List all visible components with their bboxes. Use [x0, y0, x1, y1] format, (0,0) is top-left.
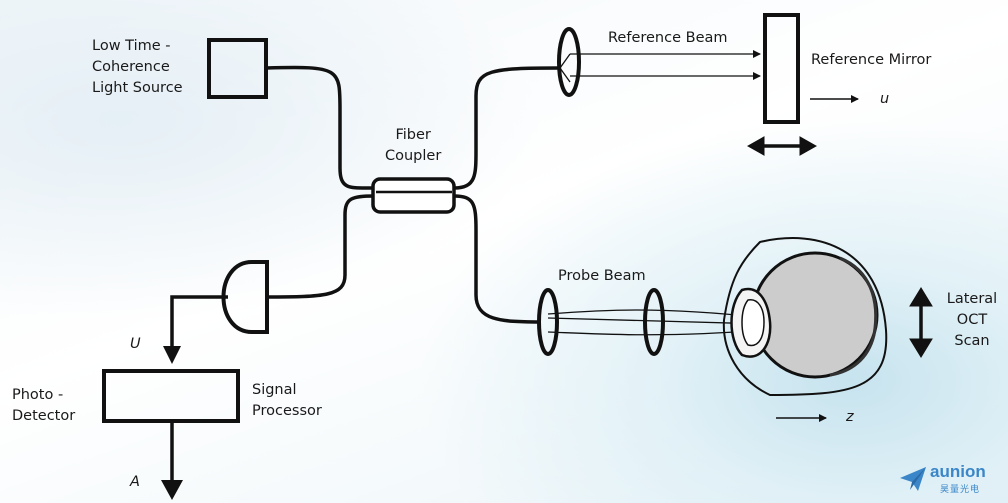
fiber-coupler [371, 177, 456, 214]
retina-layer [829, 256, 878, 377]
light-source-label: Low Time - Coherence Light Source [92, 38, 183, 96]
optical-fibers [265, 65, 561, 324]
photodetector [221, 260, 269, 334]
fiber-coupler-label: Fiber Coupler [385, 127, 442, 164]
probe-beam-label: Probe Beam [558, 268, 646, 284]
A-arrow-head [161, 480, 183, 500]
U-arrow-head [163, 346, 181, 364]
photo-detector-label: Photo - Detector [12, 387, 76, 424]
company-logo: aunion 昊量光电 [898, 462, 1002, 496]
z-label: z [846, 409, 854, 425]
signal-processor-box [102, 369, 240, 423]
eyelid [722, 237, 888, 397]
reference-mirror [763, 13, 800, 124]
paper-plane-icon [900, 467, 926, 491]
signal-processor-label: Signal Processor [252, 382, 322, 419]
u-label: u [880, 91, 890, 107]
reference-beam-lines [559, 50, 761, 83]
probe-lens-1 [537, 288, 559, 356]
eye-diagram [722, 237, 888, 397]
lateral-scan-label: Lateral OCT Scan [946, 291, 998, 349]
A-label: A [130, 474, 140, 490]
probe-lens-2 [643, 288, 665, 356]
lateral-scan-arrow [909, 287, 933, 358]
U-label: U [130, 336, 141, 352]
probe-beam-lines [547, 309, 766, 336]
detector-output-line [170, 295, 228, 352]
reference-lens [557, 27, 581, 97]
reference-mirror-label: Reference Mirror [811, 52, 932, 68]
light-source-box [207, 38, 268, 99]
mirror-translation-arrow [746, 136, 818, 156]
reference-beam-label: Reference Beam [608, 30, 728, 46]
lens-inner [741, 299, 765, 347]
